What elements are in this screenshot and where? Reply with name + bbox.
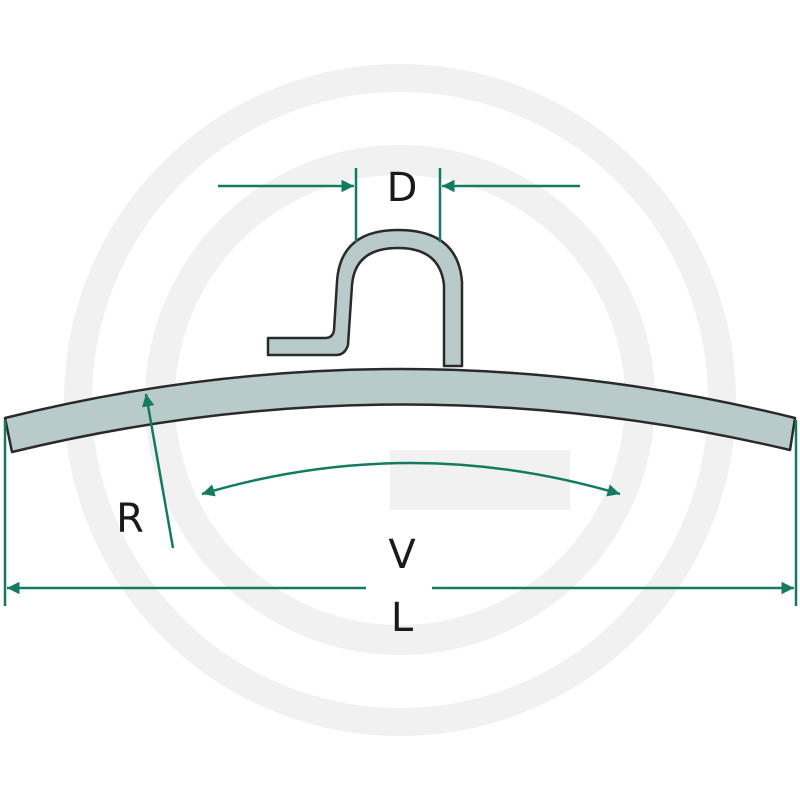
label-r: R: [116, 496, 144, 542]
label-l: L: [391, 595, 414, 641]
dimension-l: [3, 420, 798, 606]
arrow-r: [142, 393, 175, 549]
curved-spring-strip: [3, 367, 797, 454]
arrow-v: [201, 461, 621, 497]
label-v: V: [388, 532, 416, 578]
dimension-d: [218, 168, 580, 242]
label-d: D: [387, 165, 418, 211]
hook-clip: [266, 228, 464, 368]
